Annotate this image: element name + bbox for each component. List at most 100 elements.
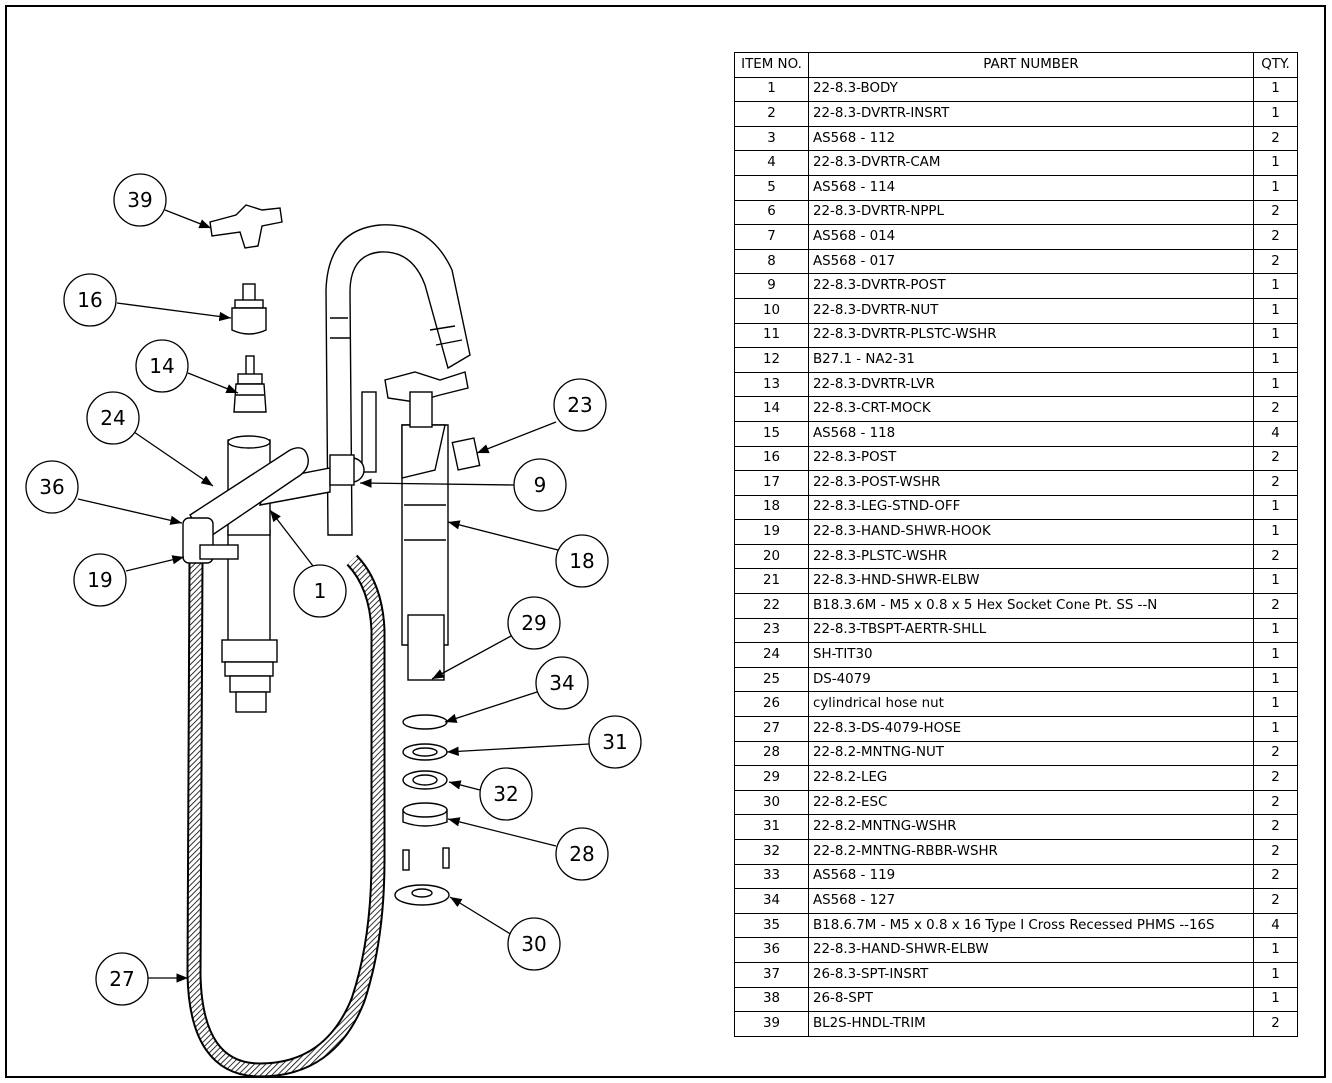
part-number-cell: B18.3.6M - M5 x 0.8 x 5 Hex Socket Cone … — [808, 593, 1254, 619]
part-number-cell: 22-8.3-LEG-STND-OFF — [808, 494, 1254, 521]
svg-text:19: 19 — [87, 568, 112, 592]
qty-cell: 2 — [1253, 888, 1298, 914]
part-number-cell: 22-8.3-POST-WSHR — [808, 470, 1254, 496]
qty-cell: 1 — [1253, 937, 1298, 963]
balloon-31: 31 — [588, 715, 642, 769]
item-no-cell: 38 — [734, 986, 809, 1013]
qty-cell: 1 — [1253, 76, 1298, 103]
balloon-24: 24 — [86, 391, 140, 445]
qty-cell: 2 — [1253, 224, 1298, 250]
balloon-34: 34 — [535, 656, 589, 710]
drawing-sheet-border — [5, 5, 1326, 1078]
qty-cell: 1 — [1253, 568, 1298, 595]
qty-cell: 1 — [1253, 691, 1298, 718]
part-number-cell: AS568 - 014 — [808, 224, 1254, 250]
qty-cell: 4 — [1253, 420, 1298, 447]
faucet-parts — [182, 204, 481, 1078]
part-number-cell: 22-8.3-POST — [808, 445, 1254, 472]
part-number-cell: 22-8.2-ESC — [808, 789, 1254, 816]
part-number-cell: cylindrical hose nut — [808, 691, 1254, 718]
item-no-cell: 9 — [734, 273, 809, 299]
part-number-cell: 22-8.3-DVRTR-CAM — [808, 150, 1254, 176]
qty-cell: 1 — [1253, 716, 1298, 742]
qty-cell: 1 — [1253, 666, 1298, 693]
leg-part — [407, 614, 445, 681]
part-number-cell: 22-8.3-DVRTR-NPPL — [808, 199, 1254, 226]
part-number-cell: 22-8.3-HAND-SHWR-ELBW — [808, 937, 1254, 963]
item-no-header: ITEM NO. — [734, 52, 809, 78]
item-no-cell: 8 — [734, 248, 809, 275]
balloon-27: 27 — [95, 952, 149, 1006]
balloon-14: 14 — [135, 339, 189, 393]
item-no-cell: 24 — [734, 642, 809, 668]
part-number-cell: BL2S-HNDL-TRIM — [808, 1011, 1254, 1037]
svg-text:27: 27 — [109, 967, 134, 991]
item-no-cell: 28 — [734, 740, 809, 767]
svg-text:9: 9 — [534, 473, 547, 497]
item-no-cell: 11 — [734, 322, 809, 349]
item-no-cell: 27 — [734, 716, 809, 742]
part-number-cell: 26-8-SPT — [808, 986, 1254, 1013]
oring-part — [402, 714, 448, 730]
balloon-32: 32 — [479, 767, 533, 821]
part-number-cell: 26-8.3-SPT-INSRT — [808, 961, 1254, 988]
qty-cell: 1 — [1253, 961, 1298, 988]
item-no-cell: 20 — [734, 543, 809, 570]
item-no-cell: 13 — [734, 371, 809, 398]
qty-cell: 2 — [1253, 593, 1298, 619]
part-number-cell: 22-8.3-HND-SHWR-ELBW — [808, 568, 1254, 595]
qty-cell: 2 — [1253, 863, 1298, 890]
item-no-cell: 30 — [734, 789, 809, 816]
part-number-cell: AS568 - 119 — [808, 863, 1254, 890]
qty-cell: 2 — [1253, 543, 1298, 570]
part-number-cell: 22-8.3-DVRTR-POST — [808, 273, 1254, 299]
balloon-30: 30 — [507, 917, 561, 971]
part-number-cell: 22-8.3-DVRTR-LVR — [808, 371, 1254, 398]
part-number-cell: B27.1 - NA2-31 — [808, 347, 1254, 373]
item-no-cell: 15 — [734, 420, 809, 447]
part-number-cell: AS568 - 118 — [808, 420, 1254, 447]
balloon-16: 16 — [63, 273, 117, 327]
part-number-cell: AS568 - 017 — [808, 248, 1254, 275]
qty-cell: 1 — [1253, 150, 1298, 176]
item-no-cell: 4 — [734, 150, 809, 176]
item-no-cell: 19 — [734, 519, 809, 545]
part-number-cell: 22-8.2-MNTNG-RBBR-WSHR — [808, 839, 1254, 865]
qty-cell: 2 — [1253, 248, 1298, 275]
balloon-18: 18 — [555, 534, 609, 588]
qty-cell: 1 — [1253, 347, 1298, 373]
balloon-9: 9 — [513, 458, 567, 512]
item-no-cell: 37 — [734, 961, 809, 988]
item-no-cell: 32 — [734, 839, 809, 865]
item-no-cell: 34 — [734, 888, 809, 914]
balloon-39: 39 — [113, 173, 167, 227]
svg-text:32: 32 — [493, 782, 518, 806]
qty-cell: 2 — [1253, 445, 1298, 472]
item-no-cell: 7 — [734, 224, 809, 250]
item-no-cell: 14 — [734, 396, 809, 422]
balloon-28: 28 — [555, 827, 609, 881]
